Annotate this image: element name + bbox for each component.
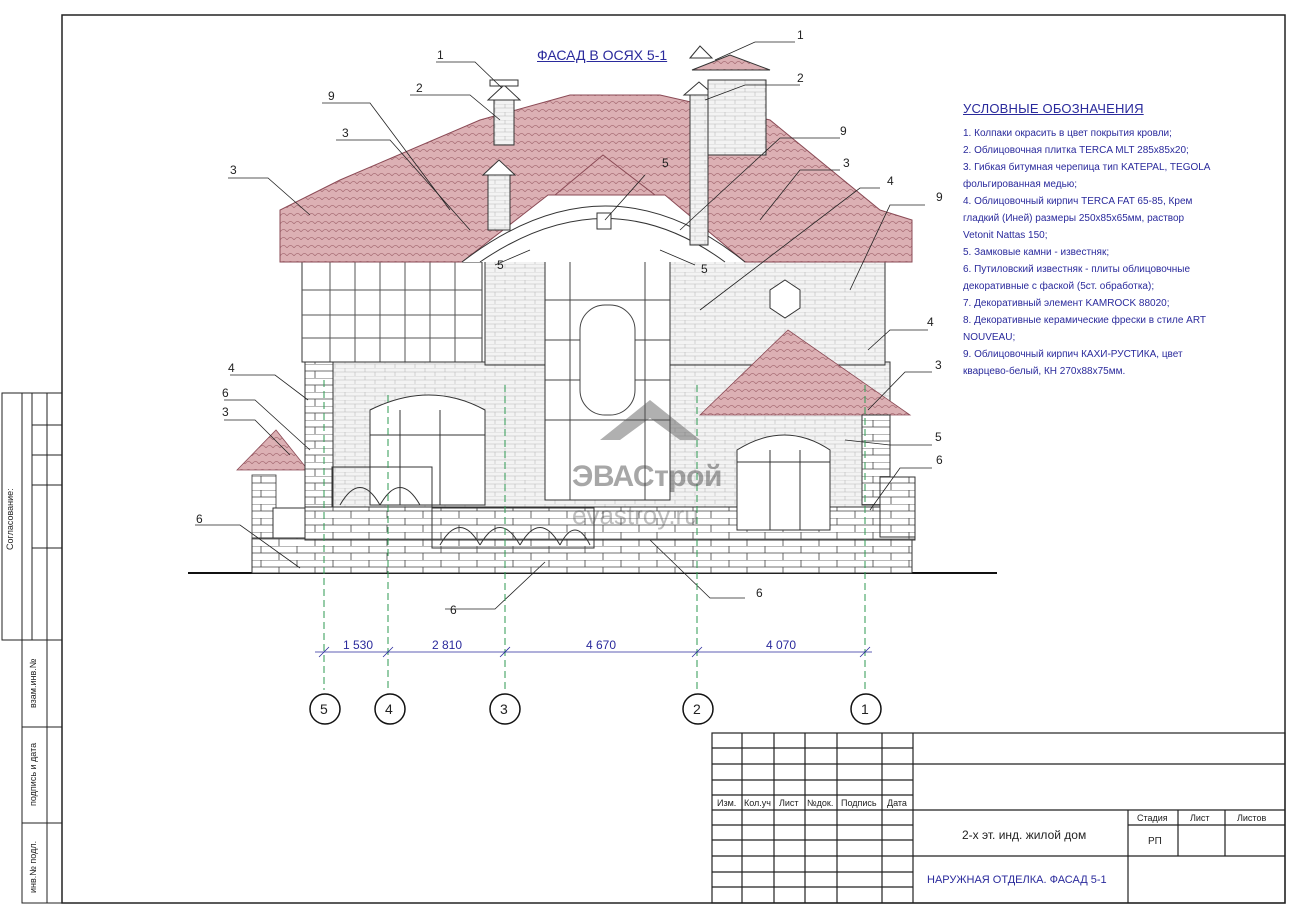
inv-replace-label: взам.инв.№	[28, 658, 38, 708]
callout-number: 9	[328, 89, 335, 103]
callout-number: 6	[196, 512, 203, 526]
callout-number: 6	[756, 586, 763, 600]
axis-label: 2	[693, 701, 701, 717]
callout-number: 4	[887, 174, 894, 188]
callout-number: 6	[450, 603, 457, 617]
watermark-brand: ЭВАСтрой	[572, 460, 722, 493]
dimension-value: 1 530	[343, 638, 374, 652]
leader-lines	[195, 41, 932, 610]
callout-number: 3	[222, 405, 229, 419]
callout-number: 3	[843, 156, 850, 170]
callout-number: 1	[437, 48, 444, 62]
stage-label: Стадия	[1137, 813, 1168, 823]
legend: УСЛОВНЫЕ ОБОЗНАЧЕНИЯ 1. Колпаки окрасить…	[963, 100, 1213, 380]
stamp-header: №док.	[807, 798, 834, 808]
legend-item: 2. Облицовочная плитка TERCA MLT 285x85x…	[963, 145, 1189, 156]
axis-label: 5	[320, 701, 328, 717]
title-block	[711, 732, 1286, 904]
callout-number: 4	[228, 361, 235, 375]
sign-date-label: подпись и дата	[28, 742, 38, 806]
sheets-label: Листов	[1237, 813, 1267, 823]
watermark-logo	[600, 400, 700, 440]
axis-label: 1	[861, 701, 869, 717]
watermark-url: evastroy.ru	[572, 500, 699, 530]
callout-number: 2	[797, 71, 804, 85]
callout-number: 1	[797, 28, 804, 42]
legend-item: 1. Колпаки окрасить в цвет покрытия кров…	[963, 128, 1172, 139]
callout-number: 9	[840, 124, 847, 138]
left-porch-roof	[236, 429, 309, 471]
legend-item: 9. Облицовочный кирпич КАХИ-РУСТИКА, цве…	[963, 349, 1183, 377]
callout-number: 3	[230, 163, 237, 177]
callout-number: 3	[342, 126, 349, 140]
project-name: 2-х эт. инд. жилой дом	[962, 828, 1087, 842]
drawing-title: ФАСАД В ОСЯХ 5-1	[537, 47, 668, 63]
legend-item: 3. Гибкая битумная черепица тип KATEPAL,…	[963, 162, 1210, 190]
legend-item: 5. Замковые камни - известняк;	[963, 247, 1110, 258]
stage-value: РП	[1148, 836, 1162, 847]
callout-number: 5	[701, 262, 708, 276]
callout-number: 2	[416, 81, 423, 95]
right-lower-roof	[699, 329, 912, 416]
axis-bubbles	[309, 693, 882, 725]
stamp-header: Изм.	[717, 798, 737, 808]
dimension-value: 4 070	[766, 638, 797, 652]
callout-number: 5	[935, 430, 942, 444]
stamp-header: Дата	[887, 798, 907, 808]
callout-number: 4	[927, 315, 934, 329]
stone-plinth	[251, 537, 913, 574]
legend-item: 7. Декоративный элемент KAMROCK 88020;	[963, 298, 1170, 309]
ground-windows	[369, 394, 831, 531]
callout-number: 5	[497, 258, 504, 272]
stamp-header: Лист	[779, 798, 799, 808]
railings	[331, 466, 595, 549]
inv-orig-label: инв.№ подл.	[28, 840, 38, 893]
callout-number: 5	[662, 156, 669, 170]
dimension-value: 4 670	[586, 638, 617, 652]
axis-lines	[323, 380, 866, 690]
conservatory	[301, 261, 483, 363]
legend-item: 6. Путиловский известняк - плиты облицов…	[963, 264, 1191, 292]
dimension-value: 2 810	[432, 638, 463, 652]
approval-label: Согласование:	[5, 488, 15, 550]
axis-label: 4	[385, 701, 393, 717]
stamp-header: Кол.уч	[744, 798, 771, 808]
callout-number: 3	[935, 358, 942, 372]
sheet-label: Лист	[1190, 813, 1210, 823]
callout-number: 6	[936, 453, 943, 467]
dimension-line	[315, 646, 872, 658]
callout-number: 9	[936, 190, 943, 204]
axis-label: 3	[500, 701, 508, 717]
legend-item: 8. Декоративные керамические фрески в ст…	[963, 315, 1206, 343]
chimneys	[481, 45, 771, 246]
legend-item: 4. Облицовочный кирпич TERCA FAT 65-85, …	[963, 196, 1193, 241]
stamp-header: Подпись	[841, 798, 877, 808]
sheet-name: НАРУЖНАЯ ОТДЕЛКА. ФАСАД 5-1	[927, 874, 1107, 886]
legend-title: УСЛОВНЫЕ ОБОЗНАЧЕНИЯ	[963, 101, 1144, 116]
callout-number: 6	[222, 386, 229, 400]
side-strip	[1, 392, 63, 904]
